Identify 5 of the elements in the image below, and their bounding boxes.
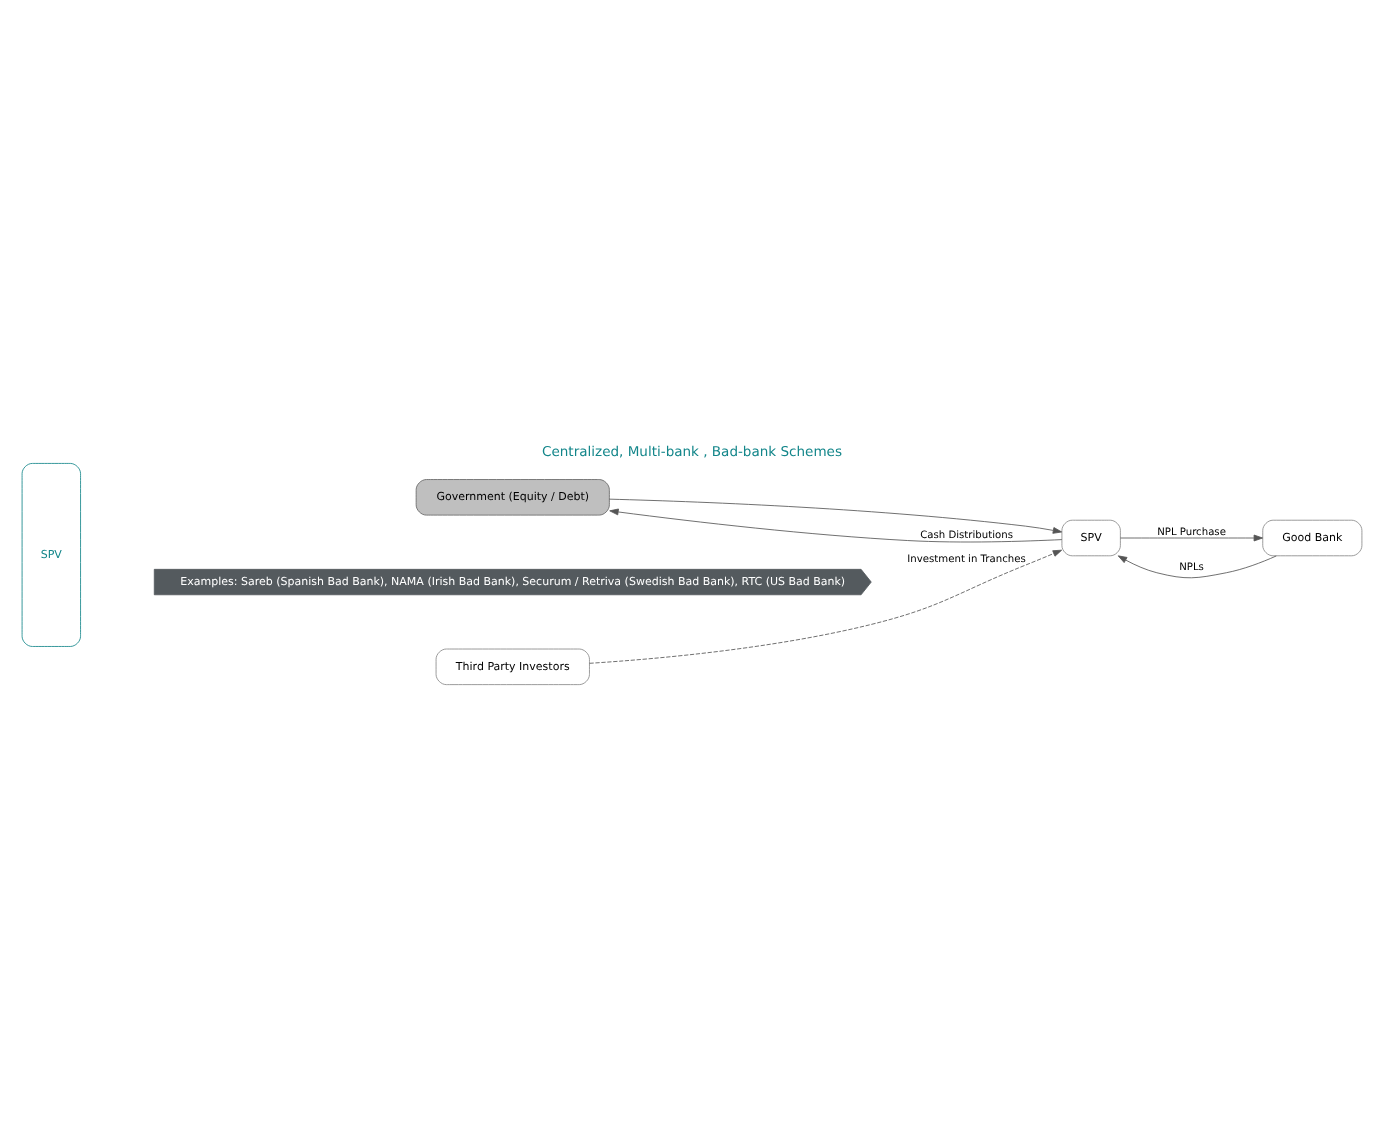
arrow [609, 498, 1063, 534]
arrow [1120, 534, 1263, 542]
arrow [609, 508, 1063, 543]
arrow [589, 549, 1063, 664]
arrow [1117, 555, 1277, 579]
